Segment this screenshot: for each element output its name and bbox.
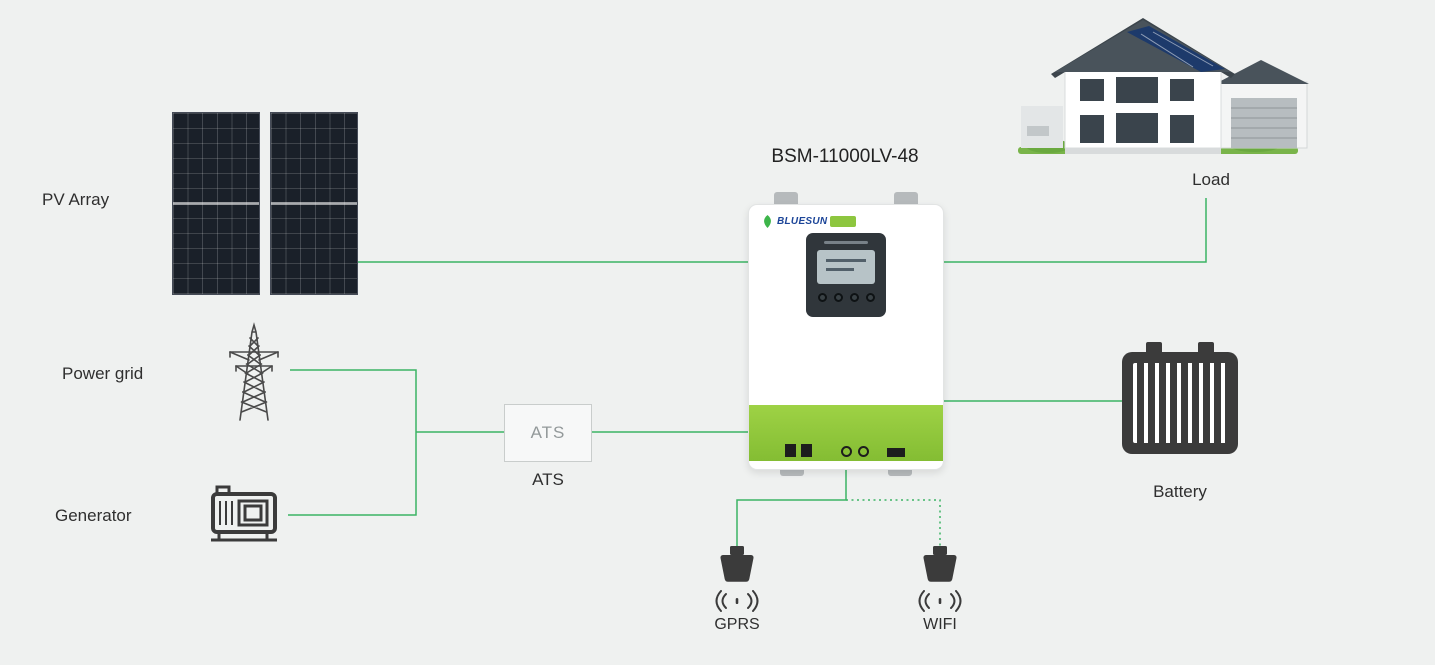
wifi-label: WIFI [923, 616, 957, 633]
load-house-icon [1018, 18, 1309, 154]
wire-inverter-to-wifi-dotted [846, 499, 941, 546]
inverter-brand-logo: BLUESUN [761, 215, 857, 228]
inverter-model-title: BSM-11000LV-48 [771, 146, 919, 167]
display-buttons [806, 293, 886, 302]
wifi-signal-icon [918, 590, 962, 612]
brand-text: BLUESUN [777, 216, 828, 227]
generator-label: Generator [55, 506, 132, 525]
ats-box: ATS [504, 404, 592, 462]
inverter-body: BLUESUN [748, 204, 944, 470]
load-label: Load [1192, 170, 1230, 189]
lcd-screen [817, 250, 875, 284]
bluesun-leaf-icon [764, 215, 771, 228]
battery-label: Battery [1153, 482, 1207, 501]
display-button [817, 293, 827, 302]
wire-inverter-to-load [944, 198, 1207, 263]
brand-green-chip [830, 216, 857, 227]
generator-icon [211, 485, 277, 542]
wire-inverter-to-gprs [736, 470, 847, 546]
gprs-label: GPRS [714, 616, 760, 633]
inverter-port [801, 444, 812, 457]
battery-cells [1133, 363, 1227, 443]
inverter-port [785, 444, 796, 457]
inverter-port [858, 446, 869, 457]
solar-panel-icon [172, 112, 260, 295]
pv-array-label: PV Array [42, 190, 110, 209]
ats-label: ATS [532, 470, 564, 489]
battery-icon [1122, 342, 1238, 454]
power-grid-label: Power grid [62, 364, 144, 383]
display-button [849, 293, 859, 302]
wire-grid-generator-junction [288, 369, 417, 516]
gprs-connector-icon [720, 546, 754, 582]
display-caption [824, 241, 868, 244]
gprs-signal-icon [715, 590, 759, 612]
inverter-display [806, 233, 886, 317]
battery-body [1122, 352, 1238, 454]
power-grid-tower-icon [229, 322, 279, 421]
display-button [865, 293, 875, 302]
inverter-unit: BLUESUN [748, 190, 944, 478]
display-button [833, 293, 843, 302]
inverter-port [887, 448, 905, 457]
wifi-connector-icon [923, 546, 957, 582]
inverter-port [841, 446, 852, 457]
ats-box-text: ATS [530, 423, 566, 442]
solar-panel-icon [270, 112, 358, 295]
